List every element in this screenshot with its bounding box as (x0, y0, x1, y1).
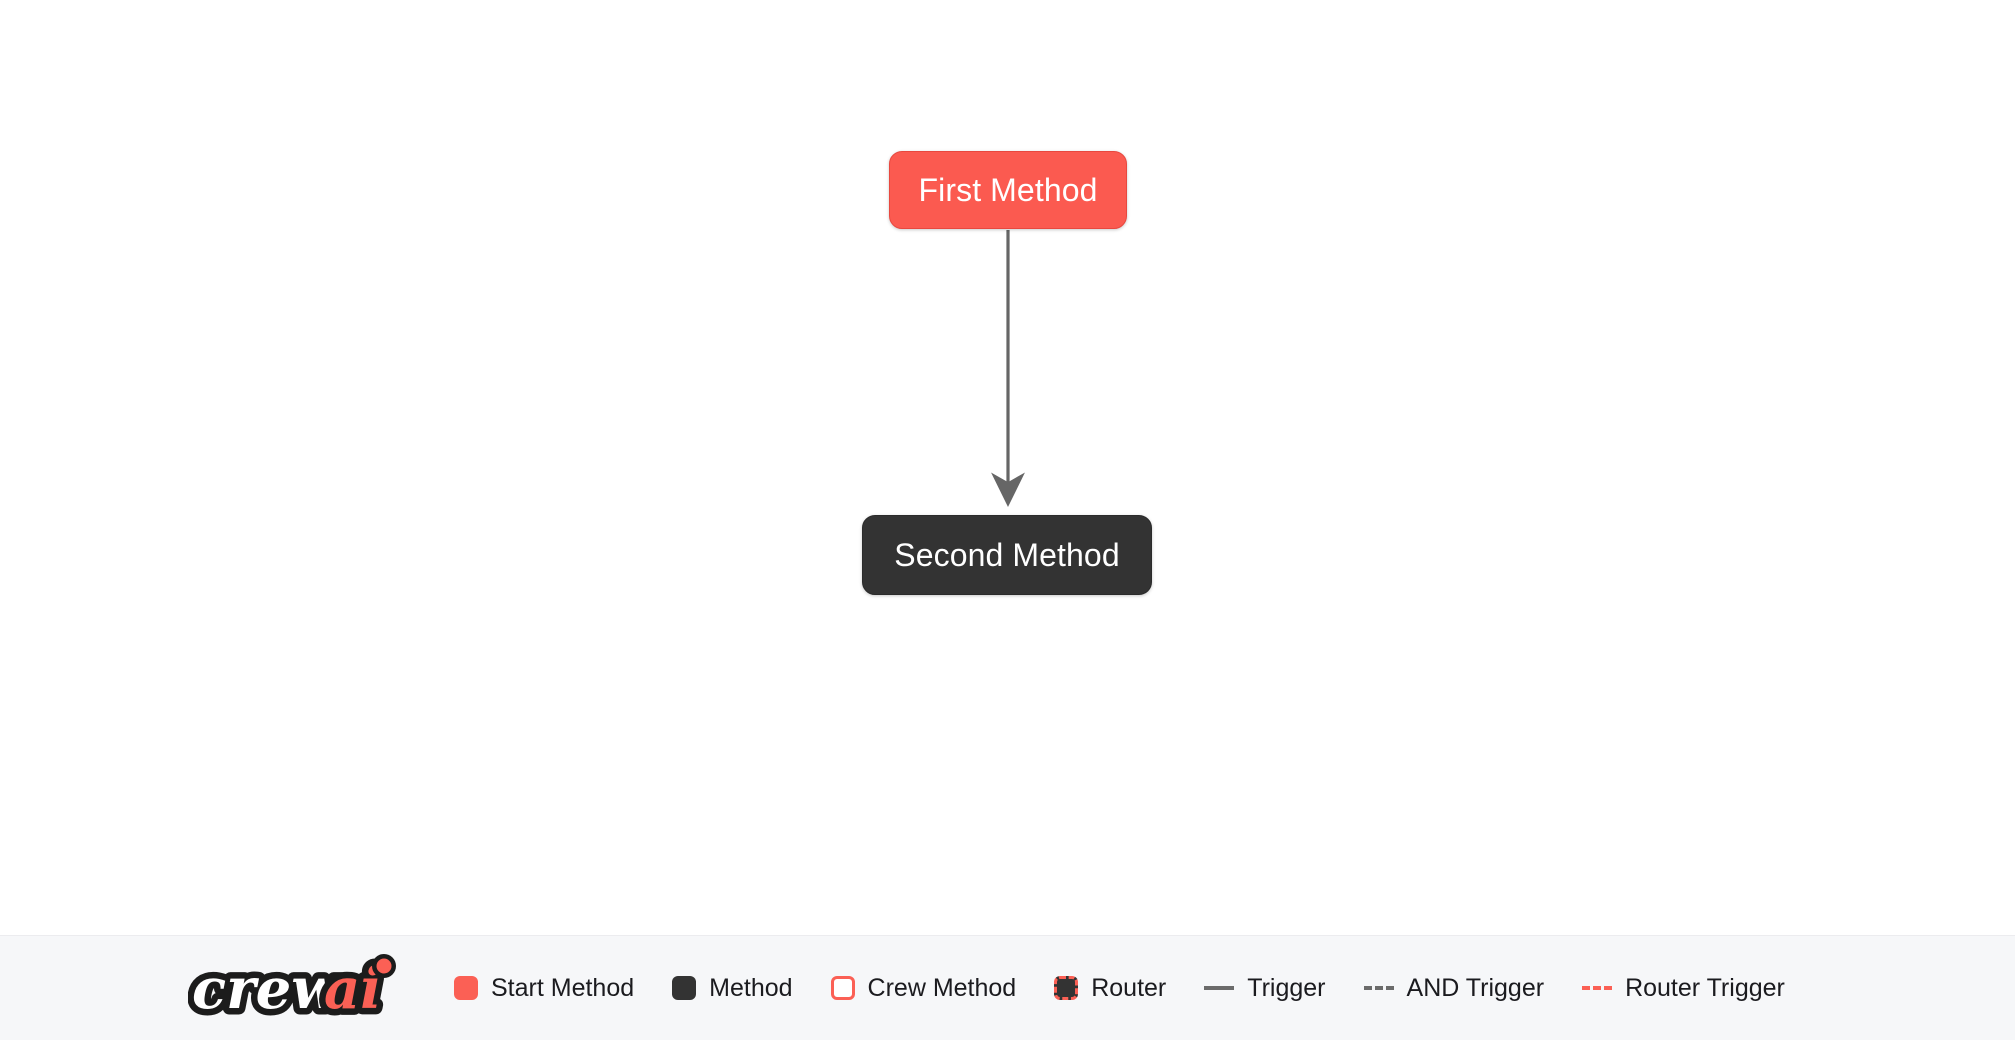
logo-text-crew: crew (192, 956, 341, 1022)
flow-node-label: Second Method (894, 536, 1120, 573)
router-trigger-line-icon (1582, 986, 1613, 990)
legend-item-router[interactable]: Router (1054, 973, 1167, 1002)
legend-label: Method (709, 973, 793, 1002)
flow-node-label: First Method (918, 171, 1098, 208)
legend-item-trigger[interactable]: Trigger (1204, 973, 1326, 1002)
legend-item-router-trigger[interactable]: Router Trigger (1582, 973, 1785, 1002)
legend-item-start-method[interactable]: Start Method (454, 973, 635, 1002)
logo-i-dot (376, 958, 392, 974)
legend-item-crew-method[interactable]: Crew Method (830, 973, 1017, 1002)
edge-layer (991, 230, 1025, 508)
and-trigger-line-icon (1363, 986, 1394, 990)
logo-outline-crew: crew (192, 956, 341, 1022)
legend-label: Trigger (1247, 973, 1326, 1002)
flow-node-first-method[interactable]: First Method (889, 151, 1127, 229)
flow-node-second-method[interactable]: Second Method (862, 515, 1152, 595)
logo-text-ai: ai (324, 956, 382, 1022)
legend-label: AND Trigger (1406, 973, 1545, 1002)
legend-label: Crew Method (867, 973, 1017, 1002)
trigger-line-icon (1204, 986, 1235, 990)
legend-items: Start Method Method Crew Method Router T… (454, 973, 1823, 1002)
legend-label: Router Trigger (1625, 973, 1785, 1002)
crew-method-swatch-icon (830, 976, 855, 1000)
legend-bar: crew crew ai ai Start Method Method Crew… (0, 935, 2015, 1040)
legend-item-and-trigger[interactable]: AND Trigger (1363, 973, 1545, 1002)
start-method-swatch-icon (454, 976, 478, 1000)
legend-label: Router (1091, 973, 1167, 1002)
flow-canvas[interactable]: First Method Second Method (0, 0, 2015, 935)
crewai-logo: crew crew ai ai (188, 952, 396, 1024)
router-swatch-icon (1054, 976, 1079, 1000)
method-swatch-icon (672, 976, 697, 1000)
legend-label: Start Method (491, 973, 635, 1002)
legend-item-method[interactable]: Method (672, 973, 793, 1002)
